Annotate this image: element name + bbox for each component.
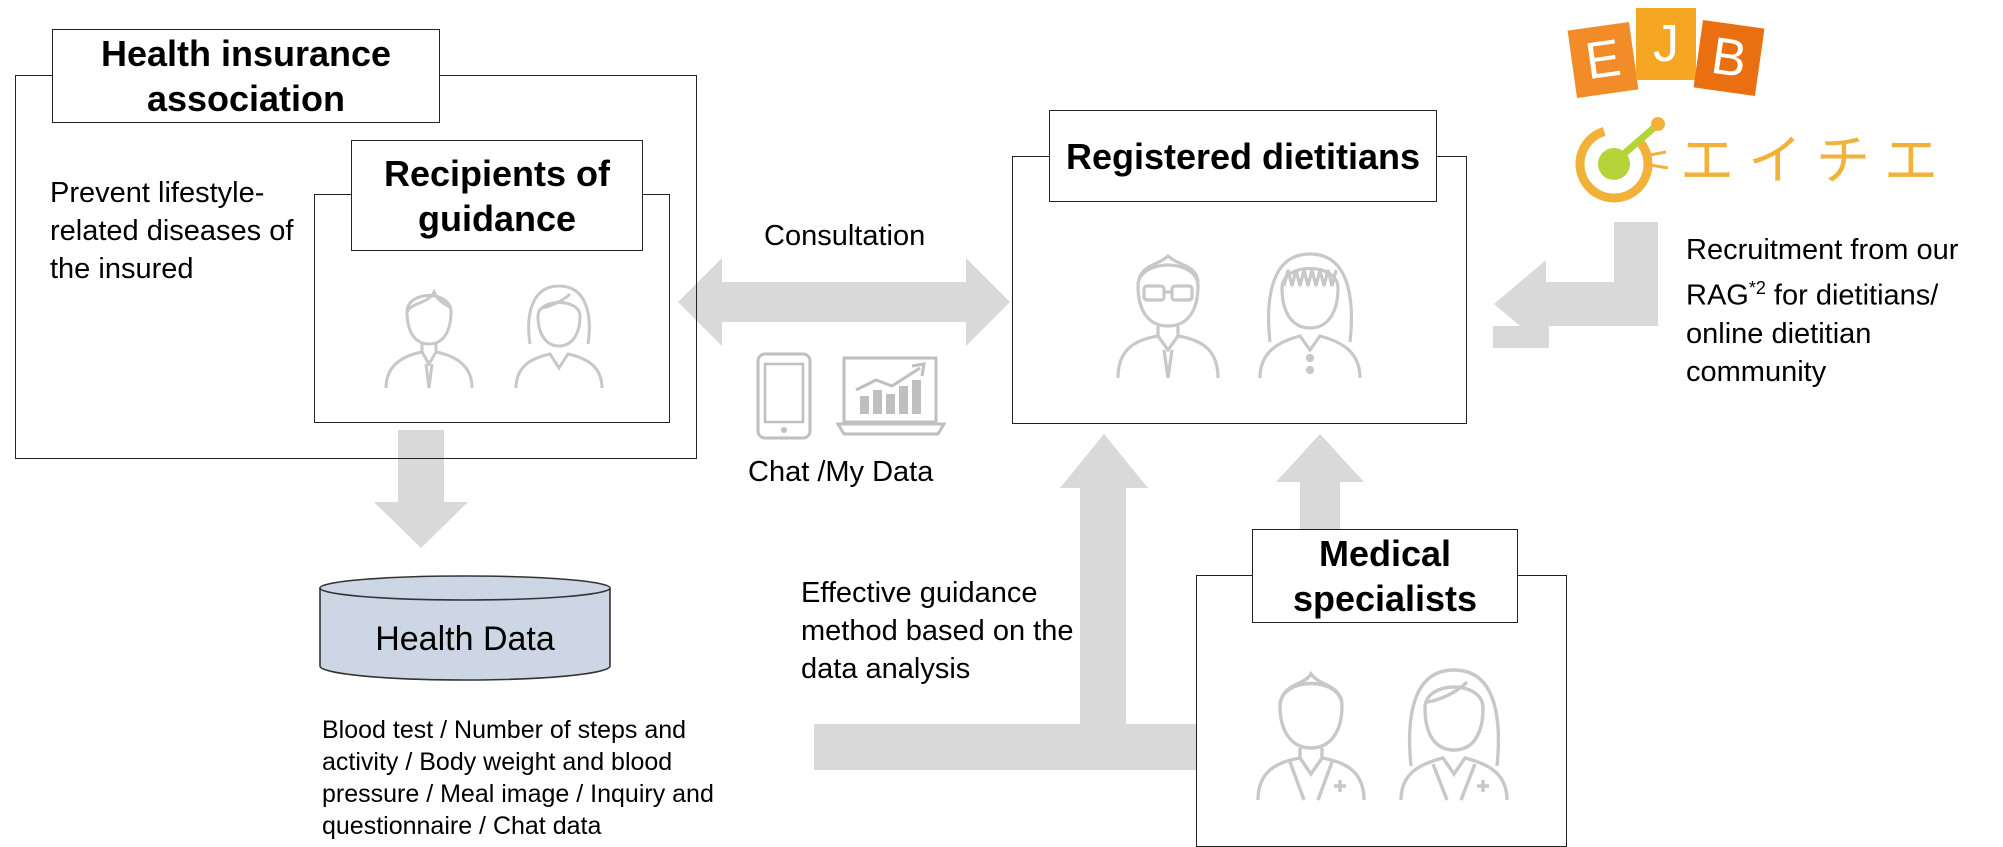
effective-guidance-text: Effective guidance method based on the d… (801, 577, 1074, 685)
eichie-logo-text: エイチエ (1680, 129, 1952, 192)
ejb-logo-j: J (1636, 8, 1696, 80)
ejb-logo-b: B (1693, 20, 1765, 96)
recipients-title: Recipients of guidance (351, 140, 643, 251)
recruitment-rag: RAG (1686, 279, 1749, 312)
chat-my-data-label: Chat /My Data (748, 456, 934, 488)
health-data-label: Health Data (375, 620, 555, 658)
male-doctor-icon (1256, 670, 1366, 801)
consultation-double-arrow (678, 258, 1010, 346)
female-person-icon (514, 284, 604, 389)
registered-dietitians-title: Registered dietitians (1049, 110, 1437, 202)
recruitment-text: Recruitment from our RAG*2 for dietitian… (1686, 231, 1986, 391)
down-arrow-to-health-data (374, 430, 468, 548)
recruitment-line1: Recruitment from our (1686, 234, 1959, 266)
eichie-logo-mark-icon (1575, 117, 1669, 203)
health-data-description: Blood test / Number of steps and activit… (322, 716, 714, 840)
female-doctor-icon (1399, 668, 1509, 801)
recruitment-sup: *2 (1748, 278, 1766, 298)
laptop-chart-icon (836, 356, 946, 436)
tablet-icon (756, 352, 812, 440)
consultation-label: Consultation (764, 220, 926, 252)
medical-specialists-title: Medical specialists (1252, 529, 1518, 623)
ejb-logo-e: E (1567, 22, 1639, 98)
female-dietitian-icon (1258, 252, 1362, 379)
prevent-text: Prevent lifestyle-related diseases of th… (50, 177, 294, 285)
recruitment-line2-rest: for dietitians/ (1765, 279, 1939, 312)
health-data-database-icon (319, 575, 611, 681)
specialists-to-dietitians-arrow (814, 434, 1196, 770)
recruitment-line4: community (1686, 355, 1827, 388)
male-dietitian-icon (1116, 253, 1220, 379)
up-arrow-from-specialists (1276, 434, 1364, 529)
health-insurance-association-title: Health insurance association (52, 29, 440, 123)
male-person-icon (384, 288, 474, 389)
ejb-logo: E J B (1567, 8, 1766, 98)
recruitment-line3: online dietitian (1686, 317, 1872, 350)
